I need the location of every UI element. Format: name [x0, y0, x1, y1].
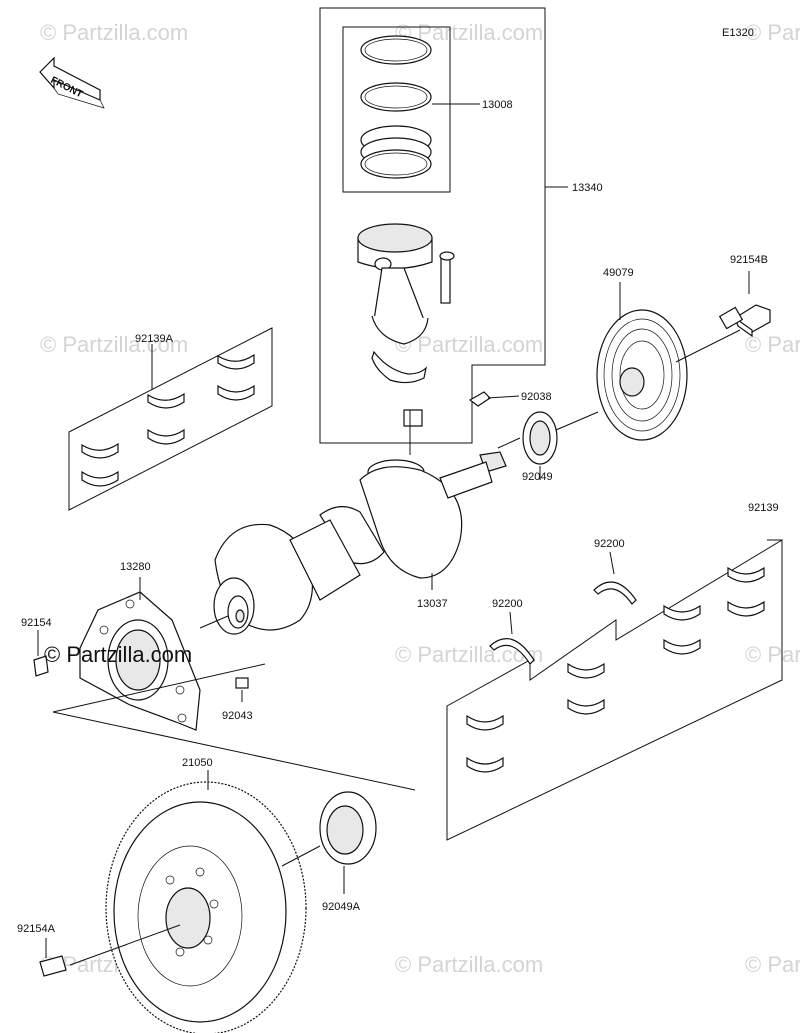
- piston-rings: [360, 35, 480, 179]
- part-label-92200: 92200: [492, 598, 523, 610]
- bolt-92154b: [718, 304, 771, 338]
- part-label-92139a: 92139A: [135, 333, 174, 345]
- bolt-92154a: [39, 955, 67, 977]
- oil-seal-92049: [522, 411, 558, 465]
- watermark-strong: © Partzilla.com: [44, 642, 192, 667]
- watermark: © Partzilla.com: [745, 332, 800, 357]
- oil-seal-92049a: [319, 791, 377, 865]
- crank-pulley: [596, 309, 688, 441]
- thrust-washer: [593, 581, 637, 605]
- watermark: © Partzilla.com: [395, 952, 543, 977]
- thrust-washer: [489, 637, 535, 665]
- dowel-pin-92043: [235, 677, 249, 689]
- part-label-92043: 92043: [222, 710, 253, 722]
- front-arrow-icon: FRONT: [39, 56, 105, 109]
- part-labels: 13008 13340 92154B 49079 92139A 92038 92…: [17, 99, 779, 935]
- part-label-92049a: 92049A: [322, 901, 361, 913]
- diagram-code: E1320: [722, 27, 754, 39]
- part-label-21050: 21050: [182, 757, 213, 769]
- part-label-13037: 13037: [417, 598, 448, 610]
- piston-group-box: [319, 7, 568, 444]
- bearing-set-92139: [446, 539, 783, 841]
- woodruff-key-92038: [468, 391, 491, 407]
- flywheel-21050: [105, 781, 307, 1033]
- bolt-92154: [33, 655, 49, 677]
- part-label-13340: 13340: [572, 182, 603, 194]
- crankshaft: [213, 451, 507, 635]
- part-label-13280: 13280: [120, 561, 151, 573]
- bearing-shell: [81, 353, 255, 487]
- part-label-92139: 92139: [748, 502, 779, 514]
- watermark: © Partzilla.com: [745, 952, 800, 977]
- part-label-92154b: 92154B: [730, 254, 768, 266]
- leader-lines: [37, 271, 750, 966]
- part-label-92154a: 92154A: [17, 923, 56, 935]
- part-label-92049: 92049: [522, 471, 553, 483]
- watermark: © Partzilla.com: [40, 332, 188, 357]
- watermark: © Partzilla.com: [745, 20, 800, 45]
- watermark: © Partzilla.com: [40, 20, 188, 45]
- part-label-92038: 92038: [521, 391, 552, 403]
- part-label-92200: 92200: [594, 538, 625, 550]
- seal-housing-13280: [52, 591, 416, 791]
- bearing-set-92139a: [68, 327, 273, 511]
- part-label-49079: 49079: [603, 267, 634, 279]
- part-label-13008: 13008: [482, 99, 513, 111]
- bearing-shell: [466, 566, 765, 773]
- piston-and-rod: [357, 223, 455, 427]
- watermark: © Partzilla.com: [745, 642, 800, 667]
- part-label-92154: 92154: [21, 617, 52, 629]
